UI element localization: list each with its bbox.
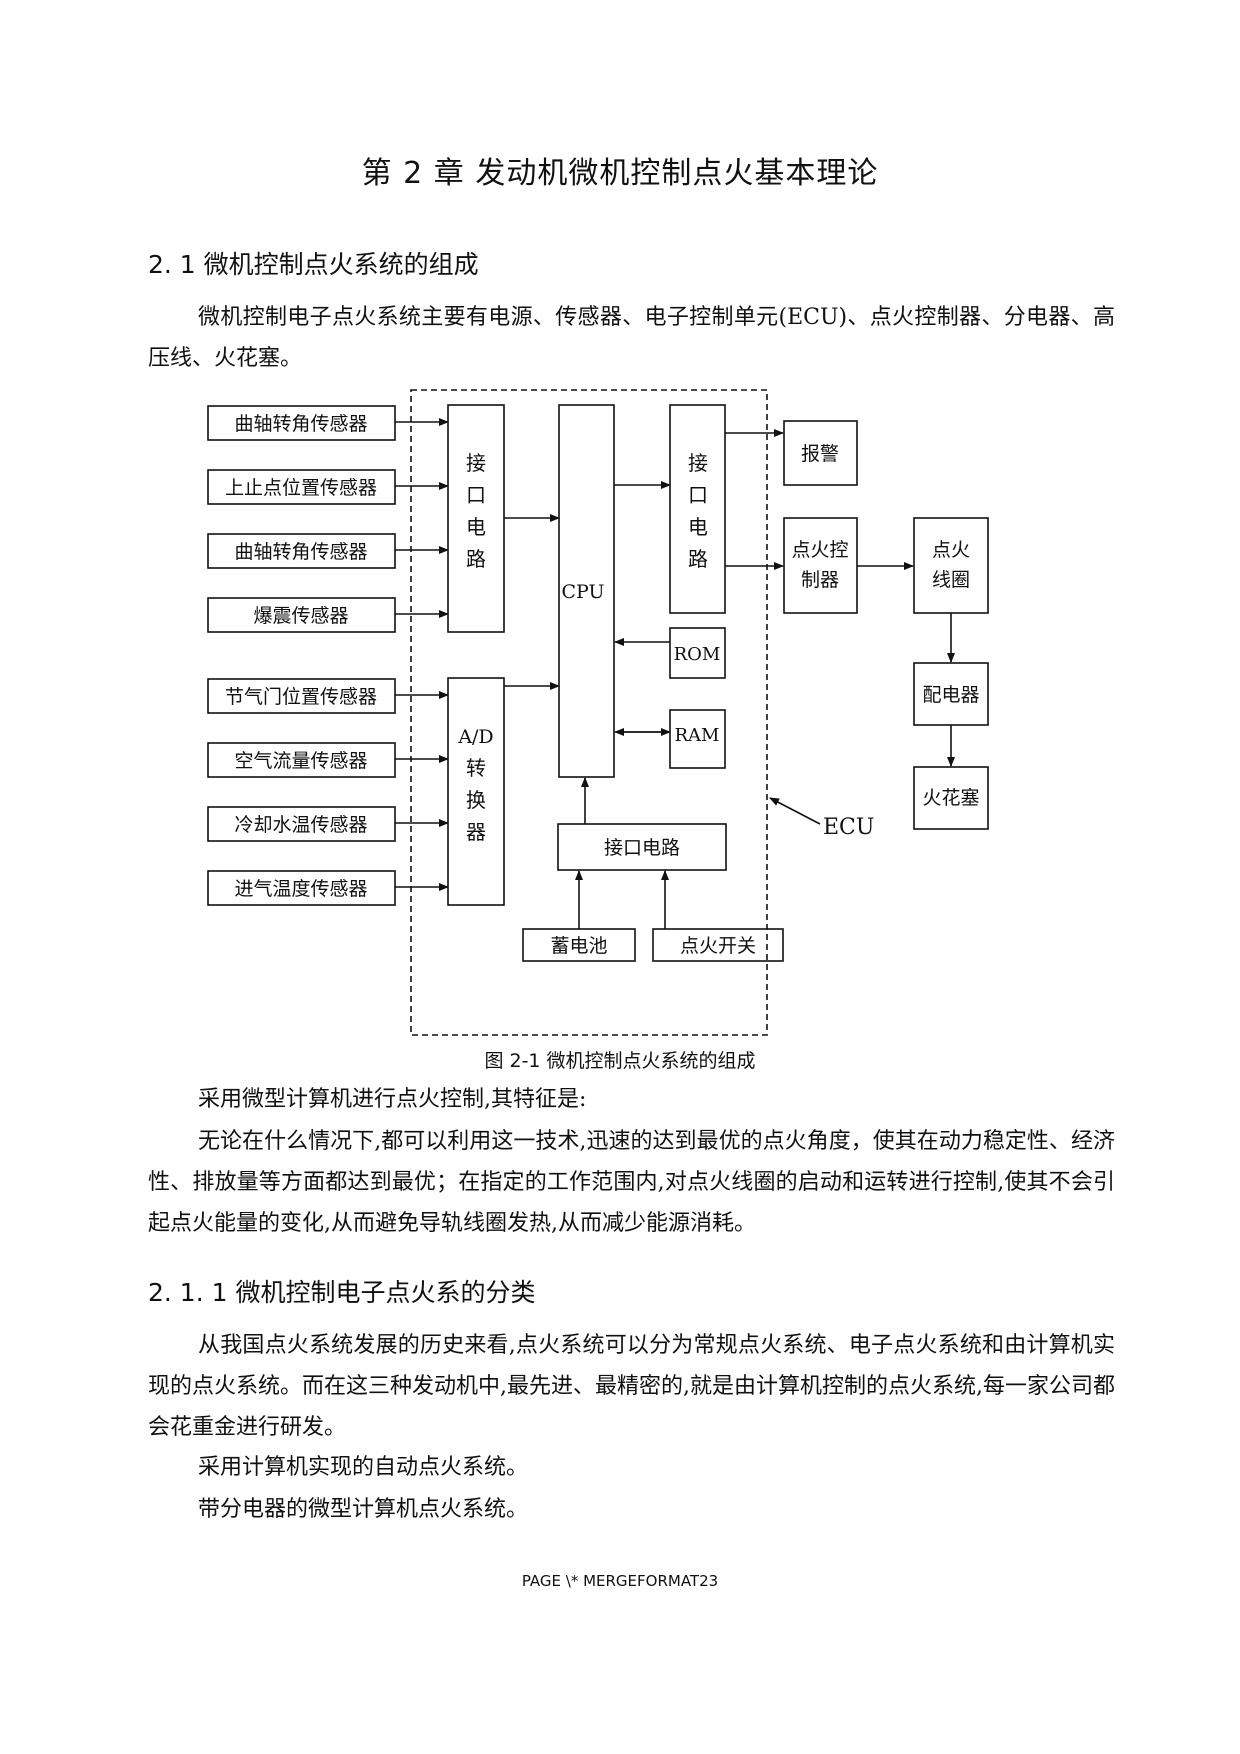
ignition-coil-label: 线圈 [932, 569, 970, 591]
input-interface-char: 接 [466, 451, 486, 475]
chapter-title: 第 2 章 发动机微机控制点火基本理论 [361, 156, 879, 191]
cpu-label: CPU [561, 581, 604, 603]
sensor-box [207, 597, 396, 633]
classification-paragraph: 从我国点火系统发展的历史来看,点火系统可以分为常规点火系统、电子点火系统和由计算… [148, 1333, 1115, 1440]
sensor-box [207, 405, 396, 441]
bottom-interface-box [557, 823, 727, 871]
sensor-label: 曲轴转角传感器 [234, 541, 367, 563]
ad-converter-box [447, 677, 505, 906]
classification-item-1: 采用计算机实现的自动点火系统。 [198, 1455, 529, 1480]
sensor-label: 进气温度传感器 [234, 878, 367, 900]
output-interface-char: 口 [688, 483, 708, 507]
sensor-arrows [395, 418, 449, 891]
section-heading-2-1-1: 2. 1. 1 微机控制电子点火系的分类 [148, 1278, 536, 1307]
input-interface-char: 电 [466, 515, 486, 539]
spark-plug-label: 火花塞 [922, 787, 979, 809]
ad-converter-char: 转 [466, 756, 486, 780]
sensor-box [207, 469, 396, 505]
connection-arrows [504, 429, 955, 929]
sensor-box [207, 742, 396, 778]
alarm-label: 报警 [801, 443, 839, 465]
sensor-box [207, 533, 396, 569]
sensor-label: 节气门位置传感器 [225, 686, 377, 708]
feature-intro-paragraph: 采用微型计算机进行点火控制,其特征是: [198, 1087, 587, 1112]
sensor-label: 空气流量传感器 [234, 750, 367, 772]
sensor-label: 上止点位置传感器 [225, 477, 377, 499]
bottom-interface-label: 接口电路 [604, 837, 680, 859]
sensor-label: 冷却水温传感器 [234, 814, 367, 836]
input-interface-char: 口 [466, 483, 486, 507]
section-heading-2-1: 2. 1 微机控制点火系统的组成 [148, 250, 479, 279]
output-interface-char: 路 [688, 547, 708, 571]
page-footer: PAGE \* MERGEFORMAT23 [521, 1572, 719, 1590]
ignition-switch-label: 点火开关 [680, 935, 756, 957]
ecu-label: ECU [823, 815, 874, 840]
sensor-boxes: 曲轴转角传感器 上止点位置传感器 曲轴转角传感器 爆震传感器 节气门位置传感器 … [207, 405, 396, 906]
output-interface-box [669, 404, 726, 614]
igniter-label: 制器 [801, 569, 839, 591]
input-interface-char: 路 [466, 547, 486, 571]
rom-box [669, 627, 726, 679]
ignition-switch-box [652, 928, 784, 962]
ad-converter-char: 器 [466, 820, 486, 844]
feature-paragraph: 无论在什么情况下,都可以利用这一技术,迅速的达到最优的点火角度，使其在动力稳定性… [148, 1129, 1115, 1236]
ignition-coil-label: 点火 [932, 539, 970, 561]
distributor-label: 配电器 [922, 684, 979, 706]
sensor-box [207, 870, 396, 906]
ignition-coil-box [913, 517, 989, 614]
sensor-label: 爆震传感器 [253, 605, 348, 627]
ram-box [669, 709, 726, 769]
figure-caption: 图 2-1 微机控制点火系统的组成 [484, 1050, 756, 1072]
ad-converter-char: A/D [457, 726, 493, 748]
ram-label: RAM [675, 725, 720, 746]
output-interface-char: 电 [688, 515, 708, 539]
sensor-box [207, 806, 396, 842]
igniter-label: 点火控 [791, 539, 848, 561]
rom-label: ROM [674, 644, 721, 665]
battery-label: 蓄电池 [550, 935, 607, 957]
sensor-box [207, 678, 396, 714]
output-interface-char: 接 [688, 451, 708, 475]
ad-converter-char: 换 [466, 788, 486, 812]
alarm-box [783, 420, 858, 486]
section-2-1-paragraph: 微机控制电子点火系统主要有电源、传感器、电子控制单元(ECU)、点火控制器、分电… [148, 305, 1115, 371]
sensor-label: 曲轴转角传感器 [234, 413, 367, 435]
igniter-box [783, 517, 858, 614]
classification-item-2: 带分电器的微型计算机点火系统。 [198, 1497, 529, 1522]
spark-plug-box [913, 766, 989, 830]
ignition-system-diagram: 曲轴转角传感器 上止点位置传感器 曲轴转角传感器 爆震传感器 节气门位置传感器 … [195, 380, 1015, 1040]
